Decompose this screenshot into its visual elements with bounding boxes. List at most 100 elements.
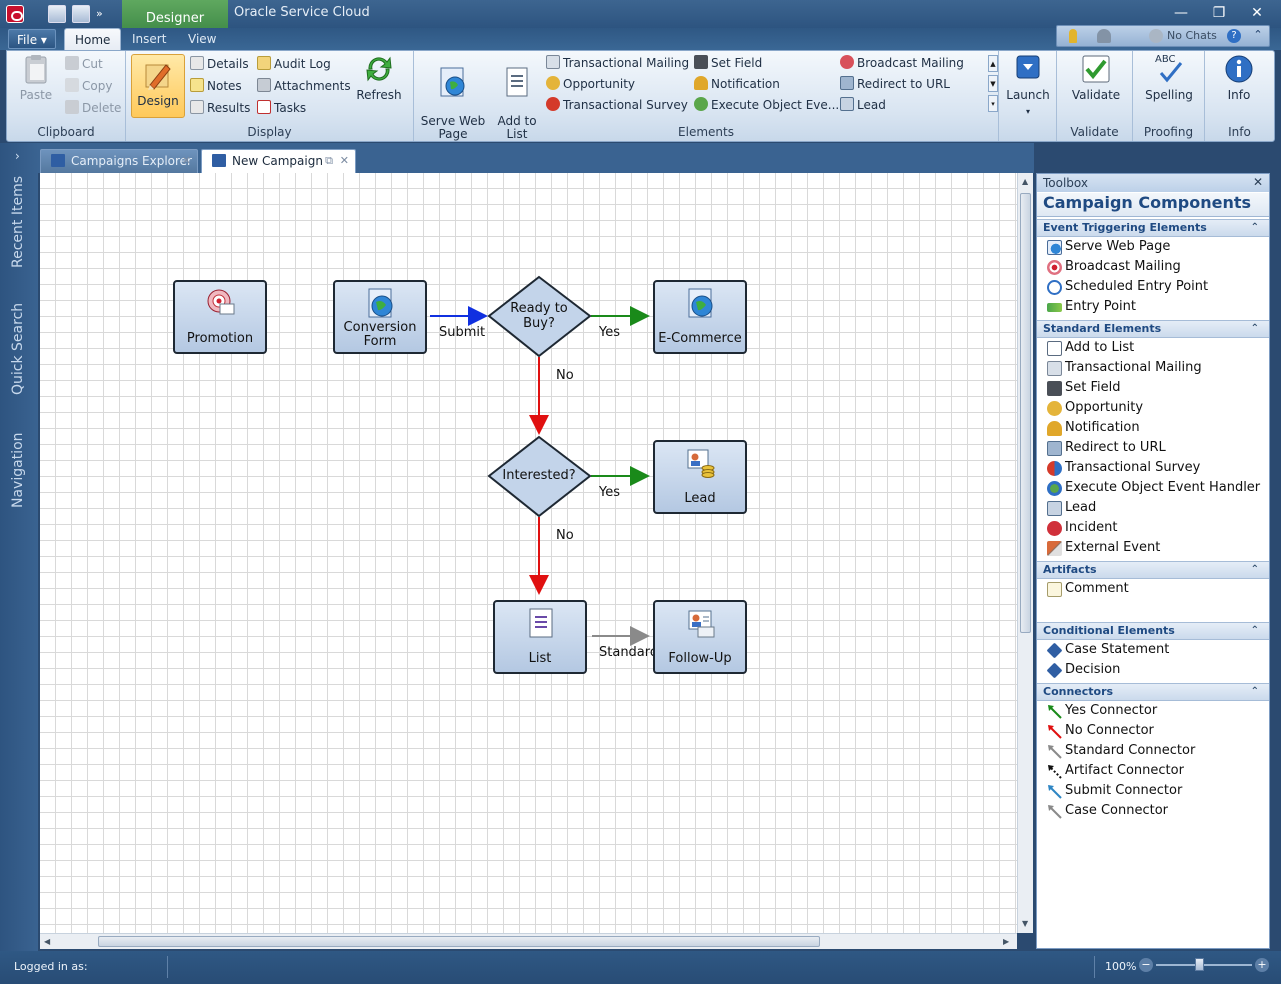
- section-header[interactable]: Connectors⌃: [1037, 683, 1269, 701]
- toolbox-item-execute-object-event-handler[interactable]: Execute Object Event Handler: [1037, 478, 1269, 498]
- toolbox-item-serve-web-page[interactable]: Serve Web Page: [1037, 237, 1269, 257]
- follow-up-node[interactable]: Follow-Up: [653, 600, 747, 674]
- section-header[interactable]: Standard Elements⌃: [1037, 320, 1269, 338]
- help-icon[interactable]: ?: [1227, 29, 1241, 43]
- toolbox-item-submit-connector[interactable]: Submit Connector: [1037, 781, 1269, 801]
- launch-button[interactable]: Launch ▾: [1003, 53, 1053, 118]
- info-button[interactable]: Info: [1211, 53, 1267, 102]
- list-node[interactable]: List: [493, 600, 587, 674]
- collapse-chevron-icon[interactable]: ⌃: [1250, 625, 1259, 636]
- oracle-app-icon[interactable]: [6, 5, 24, 23]
- details-button[interactable]: Details: [190, 55, 249, 75]
- opportunity-button[interactable]: Opportunity: [546, 75, 635, 95]
- key-icon[interactable]: [1069, 29, 1077, 43]
- design-button[interactable]: Design: [131, 54, 185, 118]
- toolbox-item-incident[interactable]: Incident: [1037, 518, 1269, 538]
- serve-web-page-button[interactable]: Serve Web Page: [418, 53, 488, 141]
- ready-to-buy-decision[interactable]: [487, 275, 592, 358]
- toolbox-item-case-statement[interactable]: Case Statement: [1037, 640, 1269, 660]
- zoom-slider-thumb[interactable]: [1195, 958, 1204, 971]
- tab-view[interactable]: View: [188, 32, 217, 46]
- elements-gallery-more[interactable]: ▾: [988, 95, 998, 112]
- audit-log-button[interactable]: Audit Log: [257, 55, 331, 75]
- spelling-button[interactable]: ABC Spelling: [1139, 53, 1199, 102]
- zoom-in-button[interactable]: +: [1255, 958, 1269, 972]
- refresh-button[interactable]: Refresh: [352, 53, 406, 102]
- tab-insert[interactable]: Insert: [132, 32, 167, 46]
- horizontal-scrollbar[interactable]: ◀ ▶: [40, 933, 1017, 949]
- toolbox-close-icon[interactable]: ✕: [1252, 175, 1263, 189]
- cut-button[interactable]: Cut: [65, 55, 103, 75]
- tab-new-campaign[interactable]: New Campaign ⧉ ✕: [201, 149, 356, 173]
- transactional-survey-button[interactable]: Transactional Survey: [546, 96, 688, 116]
- results-button[interactable]: Results: [190, 99, 250, 119]
- save-icon[interactable]: [48, 5, 66, 23]
- tab-campaigns-explorer[interactable]: Campaigns Explorer ✕: [40, 149, 198, 173]
- attachments-button[interactable]: Attachments: [257, 77, 351, 97]
- scroll-left-arrow[interactable]: ◀: [44, 937, 51, 946]
- elements-gallery-down[interactable]: ▼: [988, 75, 998, 92]
- zoom-slider-track[interactable]: [1156, 964, 1252, 966]
- promotion-node[interactable]: Promotion: [173, 280, 267, 354]
- toolbox-item-no-connector[interactable]: No Connector: [1037, 721, 1269, 741]
- navigation-tab[interactable]: Navigation: [10, 432, 26, 508]
- collapse-chevron-icon[interactable]: ⌃: [1250, 564, 1259, 575]
- scroll-right-arrow[interactable]: ▶: [1003, 937, 1010, 946]
- popout-tab-icon[interactable]: ⧉: [325, 154, 333, 167]
- paste-button[interactable]: Paste: [13, 53, 59, 102]
- close-button[interactable]: ✕: [1251, 5, 1263, 21]
- toolbox-item-redirect-to-url[interactable]: Redirect to URL: [1037, 438, 1269, 458]
- lead-node[interactable]: Lead: [653, 440, 747, 514]
- vertical-scroll-thumb[interactable]: [1020, 193, 1031, 633]
- campaign-design-canvas[interactable]: Ready to Buy? Interested? Submit Yes No …: [40, 173, 1017, 933]
- toolbox-item-yes-connector[interactable]: Yes Connector: [1037, 701, 1269, 721]
- broadcast-mailing-button[interactable]: Broadcast Mailing: [840, 54, 964, 74]
- toolbox-item-scheduled-entry-point[interactable]: Scheduled Entry Point: [1037, 277, 1269, 297]
- collapse-ribbon-icon[interactable]: ⌃: [1253, 28, 1263, 41]
- toolbox-item-broadcast-mailing[interactable]: Broadcast Mailing: [1037, 257, 1269, 277]
- ecommerce-node[interactable]: E-Commerce: [653, 280, 747, 354]
- scroll-down-arrow[interactable]: ▼: [1022, 919, 1029, 928]
- set-field-button[interactable]: Set Field: [694, 54, 762, 74]
- tab-home[interactable]: Home: [64, 28, 122, 51]
- interested-decision[interactable]: [487, 435, 592, 518]
- add-to-list-button[interactable]: Add to List: [494, 53, 540, 141]
- toolbox-item-external-event[interactable]: External Event: [1037, 538, 1269, 558]
- save-and-close-icon[interactable]: [72, 5, 90, 23]
- horizontal-scroll-thumb[interactable]: [98, 936, 820, 947]
- validate-button[interactable]: Validate: [1065, 53, 1127, 102]
- delete-button[interactable]: Delete: [65, 99, 121, 119]
- toolbox-item-notification[interactable]: Notification: [1037, 418, 1269, 438]
- section-header[interactable]: Artifacts⌃: [1037, 561, 1269, 579]
- execute-object-event-button[interactable]: Execute Object Eve...: [694, 96, 839, 116]
- close-tab-icon[interactable]: ✕: [339, 154, 349, 167]
- expand-nav-icon[interactable]: ›: [15, 149, 20, 163]
- chat-icon[interactable]: [1149, 29, 1163, 43]
- toolbox-item-add-to-list[interactable]: Add to List: [1037, 338, 1269, 358]
- close-tab-icon[interactable]: ✕: [181, 154, 191, 167]
- toolbox-item-standard-connector[interactable]: Standard Connector: [1037, 741, 1269, 761]
- quick-search-tab[interactable]: Quick Search: [10, 302, 26, 395]
- notes-button[interactable]: Notes: [190, 77, 242, 97]
- toolbox-item-comment[interactable]: Comment: [1037, 579, 1269, 599]
- notification-button[interactable]: Notification: [694, 75, 780, 95]
- maximize-button[interactable]: ❐: [1212, 5, 1226, 21]
- elements-gallery-up[interactable]: ▲: [988, 55, 998, 72]
- toolbox-item-decision[interactable]: Decision: [1037, 660, 1269, 680]
- tasks-button[interactable]: Tasks: [257, 99, 306, 119]
- chats-status[interactable]: No Chats: [1167, 29, 1217, 42]
- collapse-chevron-icon[interactable]: ⌃: [1250, 686, 1259, 697]
- user-icon[interactable]: [1097, 29, 1111, 43]
- transactional-mailing-button[interactable]: Transactional Mailing: [546, 54, 689, 74]
- conversion-form-node[interactable]: Conversion Form: [333, 280, 427, 354]
- vertical-scrollbar[interactable]: ▲ ▼: [1017, 173, 1033, 933]
- quick-access-more-icon[interactable]: »: [96, 7, 103, 20]
- collapse-chevron-icon[interactable]: ⌃: [1250, 323, 1259, 334]
- section-header[interactable]: Event Triggering Elements⌃: [1037, 219, 1269, 237]
- zoom-out-button[interactable]: −: [1139, 958, 1153, 972]
- scroll-up-arrow[interactable]: ▲: [1022, 177, 1029, 186]
- toolbox-item-set-field[interactable]: Set Field: [1037, 378, 1269, 398]
- toolbox-item-opportunity[interactable]: Opportunity: [1037, 398, 1269, 418]
- toolbox-item-artifact-connector[interactable]: Artifact Connector: [1037, 761, 1269, 781]
- toolbox-item-entry-point[interactable]: Entry Point: [1037, 297, 1269, 317]
